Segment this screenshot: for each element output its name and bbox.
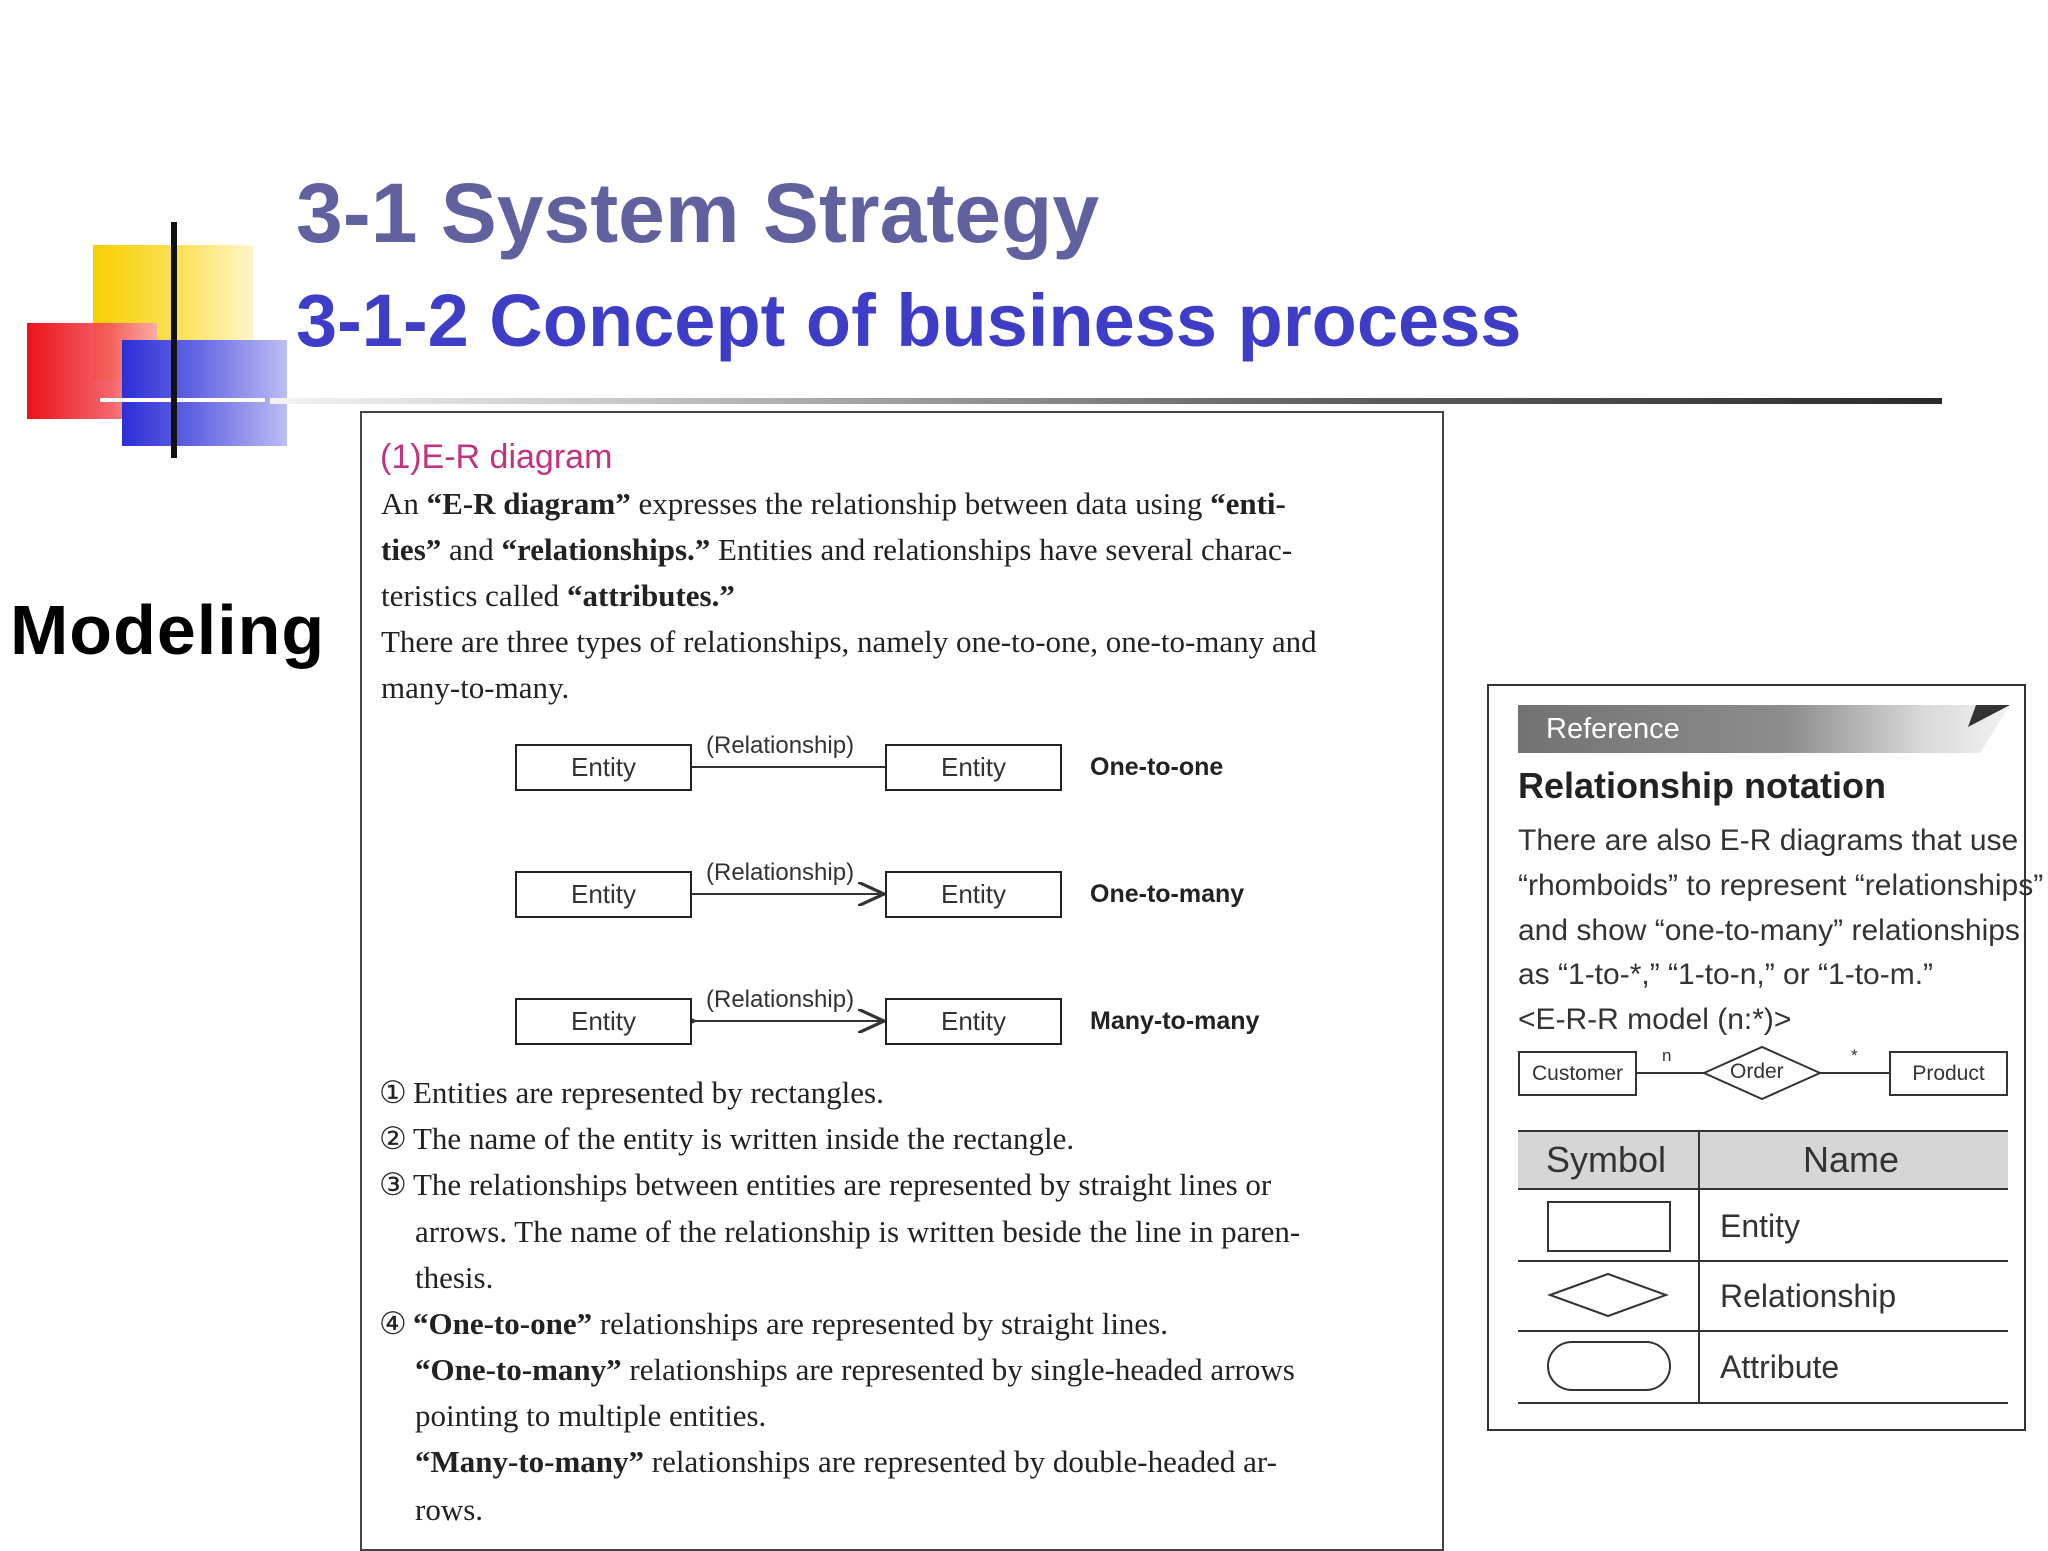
doc-heading: (1)E-R diagram <box>380 438 613 476</box>
intro-paragraph: An “E-R diagram” expresses the relations… <box>381 481 1403 711</box>
title-divider <box>270 398 1942 404</box>
reference-title: Relationship notation <box>1518 765 1886 806</box>
types-line-1: There are three types of relationships, … <box>381 624 1317 659</box>
table-header-name: Name <box>1803 1139 1900 1180</box>
err-example-lines <box>1635 1045 1890 1100</box>
relationship-label: (Relationship) <box>706 986 855 1013</box>
types-line-2: many-to-many. <box>381 670 570 705</box>
table-header-symbol: Symbol <box>1546 1139 1667 1180</box>
note-4: ④“One-to-one” relationships are represen… <box>379 1306 1169 1341</box>
many-to-many-label: Many-to-many <box>1090 1007 1260 1035</box>
reference-line: “rhomboids” to represent “relationships” <box>1518 869 2044 902</box>
reference-line: <E-R-R model (n:*)> <box>1518 1003 1792 1036</box>
slide-title: 3-1 System Strategy <box>296 166 1100 260</box>
logo-blue-square <box>122 340 287 446</box>
table-name-entity: Entity <box>1720 1208 1801 1244</box>
order-relationship-label: Order <box>1730 1060 1784 1083</box>
logo-black-line <box>171 222 177 458</box>
rectangle-symbol <box>1547 1201 1671 1252</box>
slide-subtitle: 3-1-2 Concept of business process <box>296 279 1522 362</box>
diamond-symbol <box>1547 1272 1669 1318</box>
intro-line-2: ties” and “relationships.” Entities and … <box>381 532 1293 567</box>
table-column-divider <box>1698 1130 1700 1403</box>
intro-line-3: teristics called “attributes.” <box>381 578 735 613</box>
table-row-divider <box>1518 1330 2008 1332</box>
logo-white-line <box>100 398 265 402</box>
symbol-table-header <box>1518 1130 2008 1190</box>
note-4-cont: “Many-to-many” relationships are represe… <box>415 1444 1277 1479</box>
table-name-attribute: Attribute <box>1720 1349 1840 1385</box>
note-4-cont: rows. <box>415 1492 484 1527</box>
table-name-relationship: Relationship <box>1720 1278 1897 1314</box>
section-label: Modeling <box>10 591 326 669</box>
note-4-cont: “One-to-many” relationships are represen… <box>415 1352 1295 1387</box>
reference-line: There are also E-R diagrams that use <box>1518 824 2019 857</box>
table-row-divider <box>1518 1402 2008 1404</box>
entity-box: Entity <box>885 998 1062 1045</box>
table-symbols <box>1547 1201 1671 1391</box>
entity-box: Entity <box>885 744 1062 791</box>
entity-box: Entity <box>885 871 1062 918</box>
rounded-rectangle-symbol <box>1547 1341 1671 1391</box>
entity-box: Entity <box>515 744 692 791</box>
reference-line: and show “one-to-many” relationships <box>1518 914 2020 947</box>
intro-line-1: An “E-R diagram” expresses the relations… <box>381 486 1286 521</box>
entity-box: Entity <box>515 998 692 1045</box>
entity-box: Entity <box>515 871 692 918</box>
note-4-cont: pointing to multiple entities. <box>415 1398 767 1433</box>
product-entity: Product <box>1889 1051 2008 1096</box>
cardinality-n: n <box>1662 1046 1672 1065</box>
table-row-divider <box>1518 1260 2008 1262</box>
reference-line: as “1-to-*,” “1-to-n,” or “1-to-m.” <box>1518 958 1934 991</box>
one-to-one-label: One-to-one <box>1090 753 1224 781</box>
reference-tab-banner <box>1518 705 2010 753</box>
customer-entity: Customer <box>1518 1051 1637 1096</box>
note-3-cont: thesis. <box>415 1260 494 1295</box>
note-3-cont: arrows. The name of the relationship is … <box>415 1214 1301 1249</box>
one-to-many-label: One-to-many <box>1090 880 1245 908</box>
cardinality-star: * <box>1851 1046 1858 1065</box>
relationship-label: (Relationship) <box>706 732 855 759</box>
reference-tab-label: Reference <box>1546 713 1680 745</box>
relationship-label: (Relationship) <box>706 859 855 886</box>
